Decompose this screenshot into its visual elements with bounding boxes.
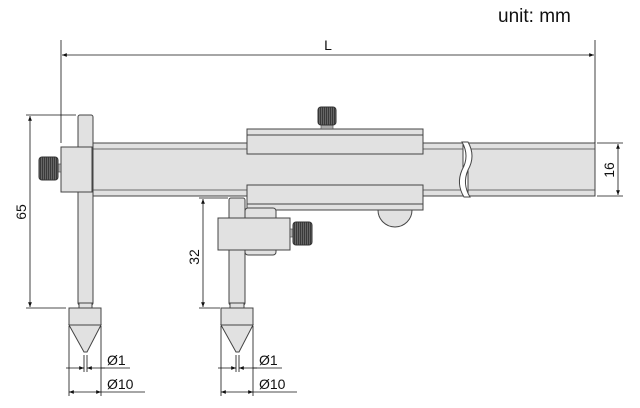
main-jaw-depth-label: 65 <box>13 204 29 220</box>
slider <box>246 106 424 228</box>
beam-height-label: 16 <box>601 162 617 178</box>
main-jaw <box>38 114 102 353</box>
tip-dimensions-right: Ø1 Ø10 <box>218 326 297 396</box>
slider-jaw-knob <box>292 221 313 246</box>
tip-diameter-right-label: Ø1 <box>259 352 278 368</box>
tip-diameter-left-label: Ø1 <box>107 352 126 368</box>
break-mark <box>458 141 473 198</box>
slider-jaw-depth-label: 32 <box>186 249 202 265</box>
cone-diameter-left-label: Ø10 <box>107 376 134 392</box>
dimension-length: L <box>60 37 596 143</box>
cone-diameter-right-label: Ø10 <box>259 376 286 392</box>
thumb-roller <box>377 209 413 228</box>
dimension-slider-jaw-depth: 32 <box>186 197 228 309</box>
main-jaw-knob <box>38 156 59 181</box>
dimension-main-jaw-depth: 65 <box>13 114 76 309</box>
unit-label: unit: mm <box>498 6 571 27</box>
length-label: L <box>324 37 332 53</box>
tip-dimensions-left: Ø1 Ø10 <box>66 326 145 396</box>
slider-lock-knob <box>317 106 337 126</box>
dimension-beam-height: 16 <box>597 142 623 197</box>
slider-jaw <box>217 197 313 353</box>
